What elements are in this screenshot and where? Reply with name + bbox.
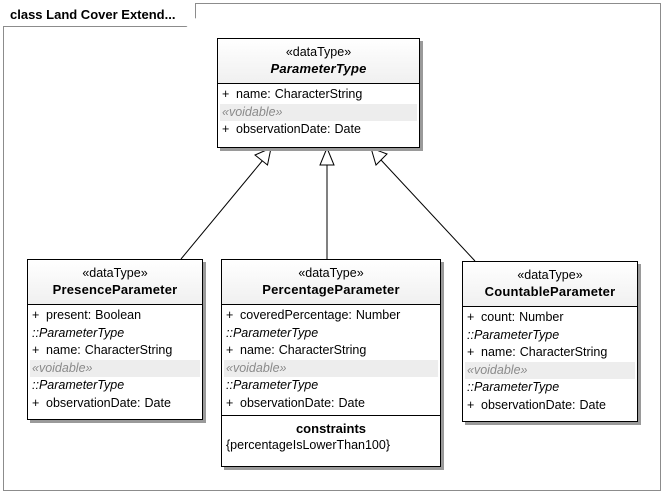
stereotype-label: «dataType» [285, 45, 352, 59]
class-name: PercentageParameter [262, 282, 400, 297]
class-percentage-parameter[interactable]: «dataType» PercentageParameter +coveredP… [221, 259, 441, 467]
attribute-row: +coveredPercentage:Number [226, 308, 401, 322]
attribute-row: +count:Number [467, 310, 564, 324]
attribute-row: +observationDate:Date [467, 397, 606, 412]
class-header: «dataType» CountableParameter [463, 262, 637, 307]
attribute-compartment: +name:CharacterString «voidable» +observ… [218, 84, 419, 142]
attribute-row: +observationDate:Date [222, 122, 361, 136]
class-countable-parameter[interactable]: «dataType» CountableParameter +count:Num… [462, 261, 638, 422]
diagram-frame-title: class Land Cover Extend... [3, 3, 196, 27]
stereotype-label: «dataType» [82, 266, 148, 280]
class-header: «dataType» PercentageParameter [222, 260, 440, 305]
constraints-compartment: constraints {percentageIsLowerThan100} [222, 415, 440, 458]
generalization-arrowhead-countable [370, 147, 388, 166]
constraint-row: {percentageIsLowerThan100} [226, 438, 391, 452]
inherited-from-label: ::ParameterType [467, 327, 560, 342]
voidable-group-label: «voidable» [220, 103, 417, 121]
class-name: CountableParameter [484, 284, 616, 299]
class-name: PresenceParameter [52, 282, 178, 297]
inherited-from-label: ::ParameterType [32, 378, 125, 392]
attribute-row: +present:Boolean [32, 308, 142, 322]
stereotype-label: «dataType» [298, 266, 364, 280]
class-name: ParameterType [270, 61, 367, 76]
voidable-group-label: «voidable» [224, 359, 438, 377]
voidable-group-label: «voidable» [465, 361, 635, 379]
inherited-from-label: ::ParameterType [226, 378, 319, 392]
generalization-line-countable [380, 159, 476, 262]
attribute-row: +observationDate:Date [226, 395, 365, 410]
attribute-row: +observationDate:Date [32, 395, 171, 410]
class-header: «dataType» ParameterType [218, 39, 419, 84]
attribute-compartment: +count:Number ::ParameterType +name:Char… [463, 307, 637, 417]
class-parameter-type[interactable]: «dataType» ParameterType +name:Character… [217, 38, 420, 148]
voidable-group-label: «voidable» [30, 359, 200, 377]
constraints-title: constraints [295, 421, 367, 436]
generalization-arrowhead-presence [254, 147, 272, 166]
generalization-line-presence [180, 159, 264, 260]
attribute-compartment: +coveredPercentage:Number ::ParameterTyp… [222, 305, 440, 415]
diagram-frame [3, 3, 661, 491]
attribute-row: +name:CharacterString [32, 343, 173, 357]
attribute-row: +name:CharacterString [467, 345, 608, 359]
inherited-from-label: ::ParameterType [32, 325, 125, 340]
class-header: «dataType» PresenceParameter [28, 260, 202, 305]
inherited-from-label: ::ParameterType [467, 380, 560, 394]
inherited-from-label: ::ParameterType [226, 325, 319, 340]
attribute-compartment: +present:Boolean ::ParameterType +name:C… [28, 305, 202, 415]
stereotype-label: «dataType» [517, 268, 583, 282]
generalization-arrowhead-percentage [319, 146, 335, 166]
attribute-row: +name:CharacterString [226, 343, 367, 357]
attribute-row: +name:CharacterString [222, 87, 363, 101]
class-presence-parameter[interactable]: «dataType» PresenceParameter +present:Bo… [27, 259, 203, 420]
